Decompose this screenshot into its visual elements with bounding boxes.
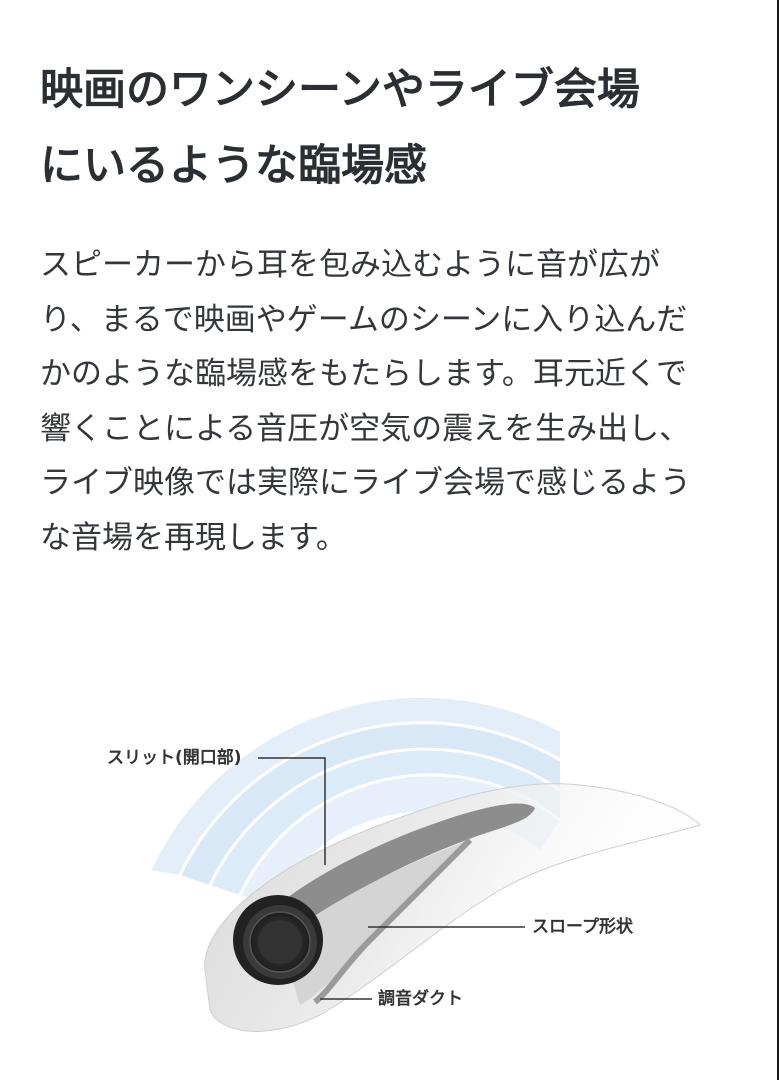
label-slit: スリット(開口部) — [107, 748, 242, 768]
slope-surface — [280, 840, 470, 1005]
body-line-6: な音場を再現します。 — [40, 519, 347, 556]
body-line-5: ライブ映像では実際にライブ会場で感じるよう — [40, 465, 691, 501]
heading-line-2: にいるような臨場感 — [40, 141, 427, 191]
body-line-1: スピーカーから耳を包み込むように音が広が — [40, 247, 660, 283]
body-line-4: 響くことによる音圧が空気の震えを生み出し、 — [40, 410, 691, 447]
section-heading: 映画のワンシーンやライブ会場 にいるような臨場感 — [40, 52, 740, 204]
label-duct: 調音ダクト — [378, 989, 463, 1009]
leader-lines — [258, 757, 525, 1000]
body-line-3: かのような臨場感をもたらします。耳元近くで — [40, 356, 687, 392]
speaker-diagram: スリット(開口部) スロープ形状 調音ダクト — [0, 640, 779, 1080]
slit-groove — [255, 803, 535, 940]
speaker-illustration — [148, 694, 701, 1032]
body-line-2: り、まるで映画やゲームのシーンに入り込んだ — [40, 301, 688, 338]
label-slope: スロープ形状 — [532, 917, 633, 937]
right-edge-border — [777, 0, 779, 1080]
section-body: スピーカーから耳を包み込むように音が広が り、まるで映画やゲームのシーンに入り込… — [40, 238, 740, 565]
speaker-driver — [233, 895, 323, 985]
heading-line-1: 映画のワンシーンやライブ会場 — [40, 65, 640, 115]
